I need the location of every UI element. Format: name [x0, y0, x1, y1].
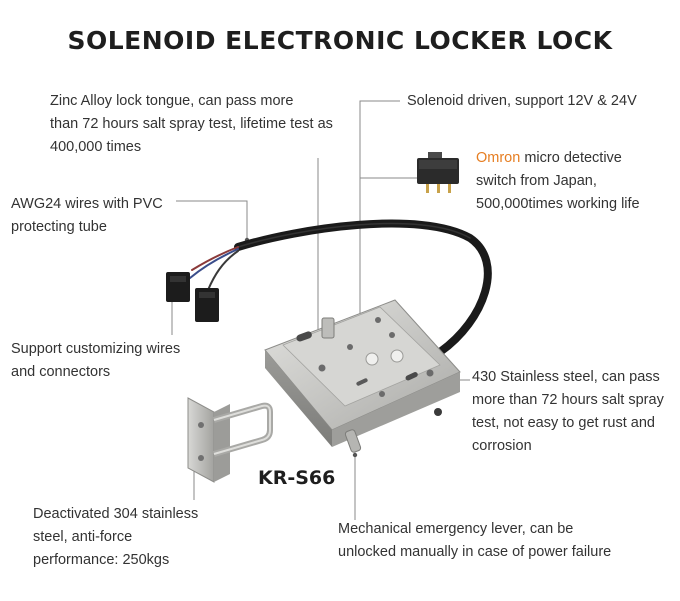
cable — [189, 219, 492, 356]
lock-tongue-callout: Zinc Alloy lock tongue, can pass more th… — [50, 93, 333, 155]
stainless-304-callout: Deactivated 304 stainless steel, anti-fo… — [33, 506, 199, 568]
stainless-430-callout: 430 Stainless steel, can pass more than … — [472, 369, 664, 454]
wires-callout: AWG24 wires with PVC protecting tube — [11, 196, 163, 235]
connectors — [166, 272, 219, 322]
emergency-lever-callout: Mechanical emergency lever, can be unloc… — [338, 521, 612, 560]
custom-wires-callout: Support customizing wires and connectors — [11, 341, 181, 380]
strike-bracket — [187, 397, 273, 483]
solenoid-callout: Solenoid driven, support 12V & 24V — [407, 93, 637, 109]
micro-switch-callout: Omron micro detective switch from Japan,… — [476, 150, 640, 212]
lock-body — [264, 299, 461, 453]
model-label: KR-S66 — [258, 467, 336, 489]
micro-switch-icon — [417, 152, 459, 193]
page-title: SOLENOID ELECTRONIC LOCKER LOCK — [67, 26, 613, 55]
omron-brand: Omron — [476, 150, 521, 166]
